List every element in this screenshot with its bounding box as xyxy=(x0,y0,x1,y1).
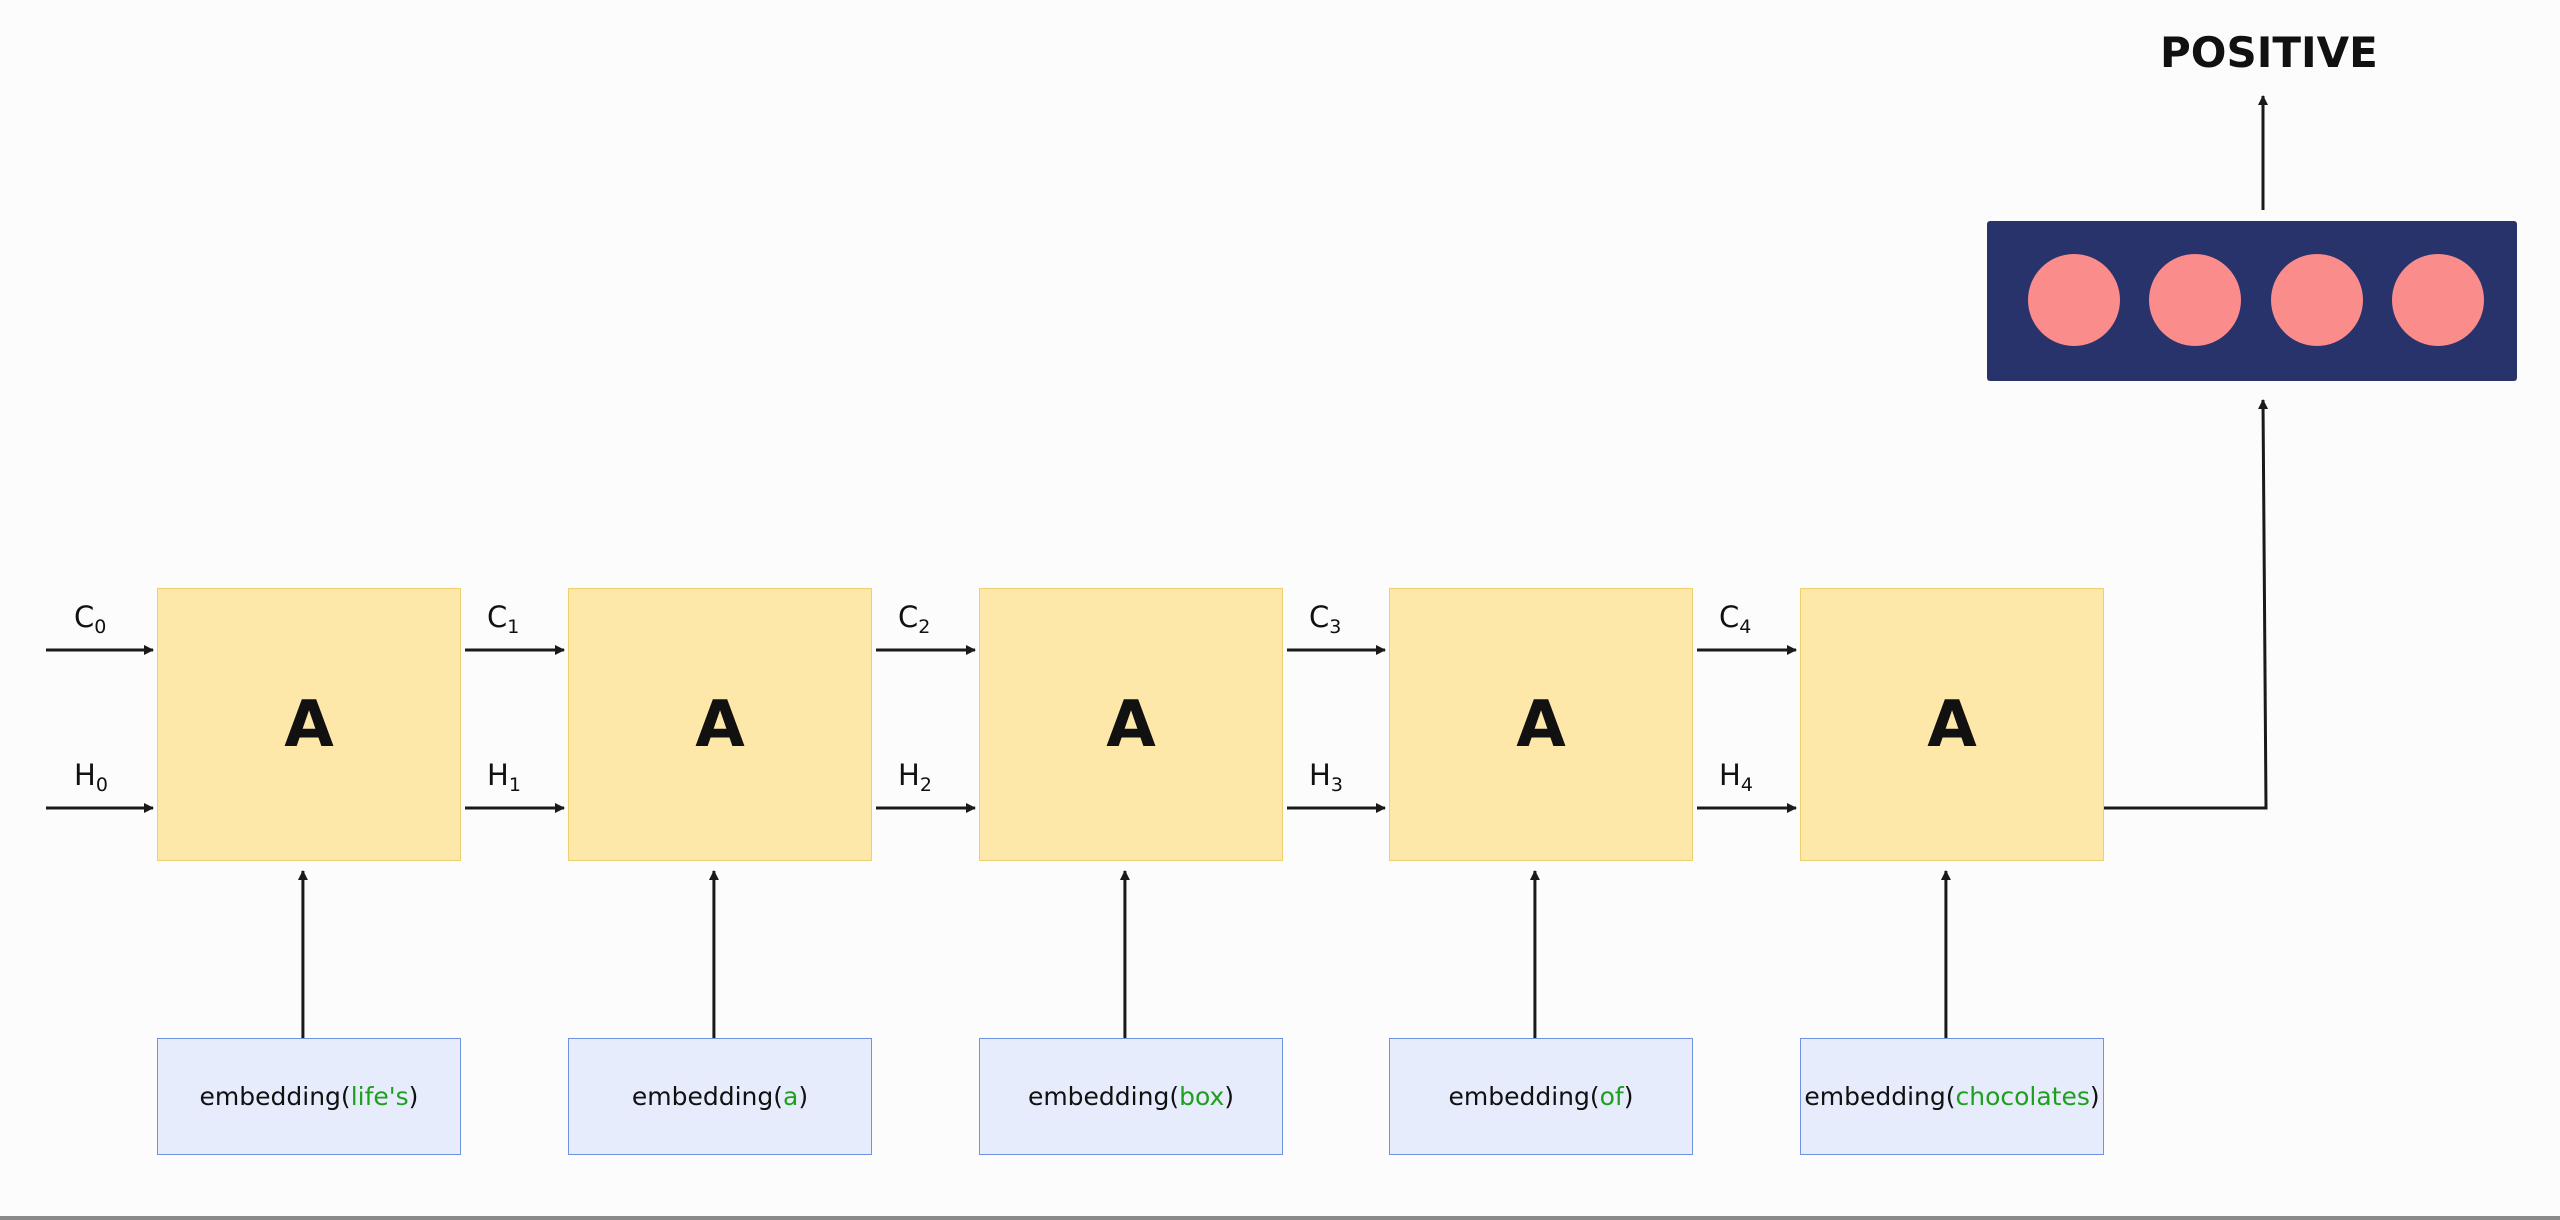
embedding-prefix: embedding( xyxy=(1448,1082,1600,1111)
state-subscript: 1 xyxy=(507,616,520,638)
embedding-suffix: ) xyxy=(1623,1082,1634,1111)
state-subscript: 3 xyxy=(1330,774,1343,796)
lstm-cell: A xyxy=(979,588,1283,861)
token-word: chocolates xyxy=(1955,1082,2090,1111)
embedding-box: embedding(chocolates) xyxy=(1800,1038,2104,1155)
state-letter: C xyxy=(74,600,95,634)
lstm-cell: A xyxy=(157,588,461,861)
state-letter: C xyxy=(487,600,508,634)
embedding-box: embedding(life's) xyxy=(157,1038,461,1155)
state-subscript: 4 xyxy=(1739,616,1752,638)
cell-label: A xyxy=(695,687,745,762)
cell-label: A xyxy=(1927,687,1977,762)
hidden-state-label: H0 xyxy=(74,758,108,795)
hidden-state-label: H3 xyxy=(1309,758,1343,795)
state-letter: C xyxy=(1719,600,1740,634)
cell-state-label: C3 xyxy=(1309,600,1341,637)
output-neuron xyxy=(2149,254,2241,346)
final-hidden-arrow xyxy=(2104,399,2269,810)
state-letter: H xyxy=(898,758,920,792)
lstm-cell: A xyxy=(568,588,872,861)
hidden-state-label: H2 xyxy=(898,758,932,795)
state-subscript: 1 xyxy=(508,774,521,796)
state-letter: H xyxy=(1719,758,1741,792)
embedding-prefix: embedding( xyxy=(199,1082,351,1111)
state-letter: H xyxy=(74,758,96,792)
prediction-label: POSITIVE xyxy=(2160,28,2378,77)
bottom-divider xyxy=(0,1216,2560,1220)
state-subscript: 4 xyxy=(1740,774,1753,796)
cell-label: A xyxy=(1516,687,1566,762)
state-subscript: 2 xyxy=(919,774,932,796)
embedding-suffix: ) xyxy=(1224,1082,1235,1111)
state-subscript: 0 xyxy=(95,774,108,796)
embedding-suffix: ) xyxy=(798,1082,809,1111)
state-subscript: 2 xyxy=(918,616,931,638)
output-neuron xyxy=(2392,254,2484,346)
embedding-suffix: ) xyxy=(408,1082,419,1111)
cell-label: A xyxy=(1106,687,1156,762)
embedding-prefix: embedding( xyxy=(1027,1082,1180,1111)
state-letter: C xyxy=(898,600,919,634)
embedding-box: embedding(box) xyxy=(979,1038,1283,1155)
cell-state-label: C1 xyxy=(487,600,519,637)
cell-state-label: C4 xyxy=(1719,600,1751,637)
embedding-box: embedding(a) xyxy=(568,1038,872,1155)
state-subscript: 3 xyxy=(1329,616,1342,638)
embedding-suffix: ) xyxy=(2089,1082,2100,1111)
cell-label: A xyxy=(284,687,334,762)
lstm-cell: A xyxy=(1800,588,2104,861)
state-letter: C xyxy=(1309,600,1330,634)
embedding-prefix: embedding( xyxy=(1804,1082,1956,1111)
state-subscript: 0 xyxy=(94,616,107,638)
cell-state-label: C0 xyxy=(74,600,106,637)
output-layer xyxy=(1987,221,2517,381)
output-neuron xyxy=(2028,254,2120,346)
token-word: life's xyxy=(350,1082,409,1111)
cell-state-label: C2 xyxy=(898,600,930,637)
output-neuron xyxy=(2271,254,2363,346)
hidden-state-label: H1 xyxy=(487,758,521,795)
state-letter: H xyxy=(487,758,509,792)
token-word: of xyxy=(1599,1082,1624,1111)
hidden-state-label: H4 xyxy=(1719,758,1753,795)
embedding-box: embedding(of) xyxy=(1389,1038,1693,1155)
state-letter: H xyxy=(1309,758,1331,792)
token-word: a xyxy=(783,1082,799,1111)
token-word: box xyxy=(1179,1082,1225,1111)
embedding-prefix: embedding( xyxy=(631,1082,784,1111)
lstm-cell: A xyxy=(1389,588,1693,861)
